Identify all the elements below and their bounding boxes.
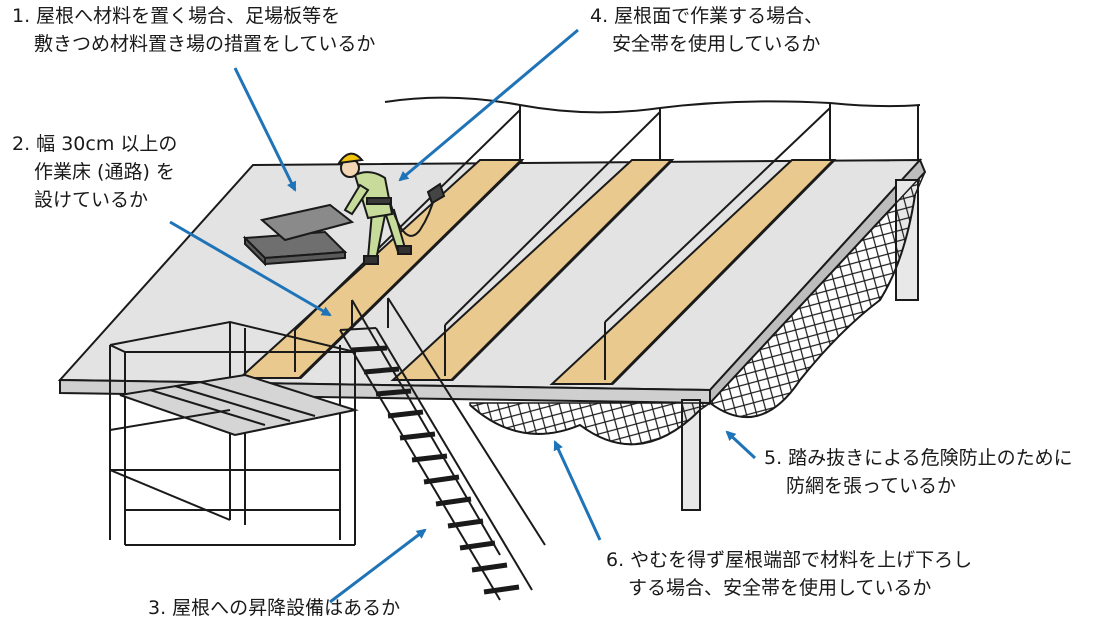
label-item2: 2. 幅 30cm 以上の 作業床 (通路) を 設けているか bbox=[12, 130, 177, 214]
stair-tower bbox=[109, 320, 359, 546]
label-item6: 6. やむを得ず屋根端部で材料を上げ下ろし する場合、安全帯を使用しているか bbox=[606, 546, 972, 602]
arrow-item2 bbox=[169, 220, 332, 317]
label-item2-line3: 設けているか bbox=[34, 189, 149, 211]
safety-net bbox=[469, 171, 926, 446]
arrow-item1 bbox=[233, 67, 297, 192]
label-item5: 5. 踏み抜きによる危険防止のために 防網を張っているか bbox=[764, 444, 1073, 500]
guardrail-rope bbox=[384, 96, 921, 163]
material-stack-icon bbox=[242, 203, 355, 267]
worker-figure-icon bbox=[336, 152, 446, 265]
label-item1: 1. 屋根へ材料を置く場合、足場板等を 敷きつめ材料置き場の措置をしているか bbox=[12, 2, 375, 58]
label-item1-line1: 1. 屋根へ材料を置く場合、足場板等を bbox=[12, 5, 341, 27]
arrow-item5 bbox=[725, 430, 757, 460]
label-item6-line2: する場合、安全帯を使用しているか bbox=[628, 577, 932, 599]
label-item2-line2: 作業床 (通路) を bbox=[34, 161, 175, 183]
label-item5-line2: 防網を張っているか bbox=[786, 475, 957, 497]
label-item4-line1: 4. 屋根面で作業する場合、 bbox=[590, 5, 824, 27]
label-item1-line2: 敷きつめ材料置き場の措置をしているか bbox=[34, 33, 376, 55]
label-item5-line1: 5. 踏み抜きによる危険防止のために bbox=[764, 447, 1073, 469]
arrow-item4 bbox=[398, 28, 579, 182]
plank-handrails bbox=[294, 107, 831, 380]
label-item3-line1: 3. 屋根への昇降設備はあるか bbox=[148, 597, 401, 619]
label-item3: 3. 屋根への昇降設備はあるか bbox=[148, 594, 400, 622]
arrow-item3 bbox=[329, 528, 427, 604]
label-item4-line2: 安全帯を使用しているか bbox=[612, 33, 821, 55]
label-item4: 4. 屋根面で作業する場合、 安全帯を使用しているか bbox=[590, 2, 823, 58]
callout-arrows bbox=[169, 28, 757, 604]
arrow-item6 bbox=[553, 440, 602, 541]
label-item2-line1: 2. 幅 30cm 以上の bbox=[12, 133, 178, 155]
label-item6-line1: 6. やむを得ず屋根端部で材料を上げ下ろし bbox=[606, 549, 973, 571]
staircase bbox=[339, 297, 546, 601]
